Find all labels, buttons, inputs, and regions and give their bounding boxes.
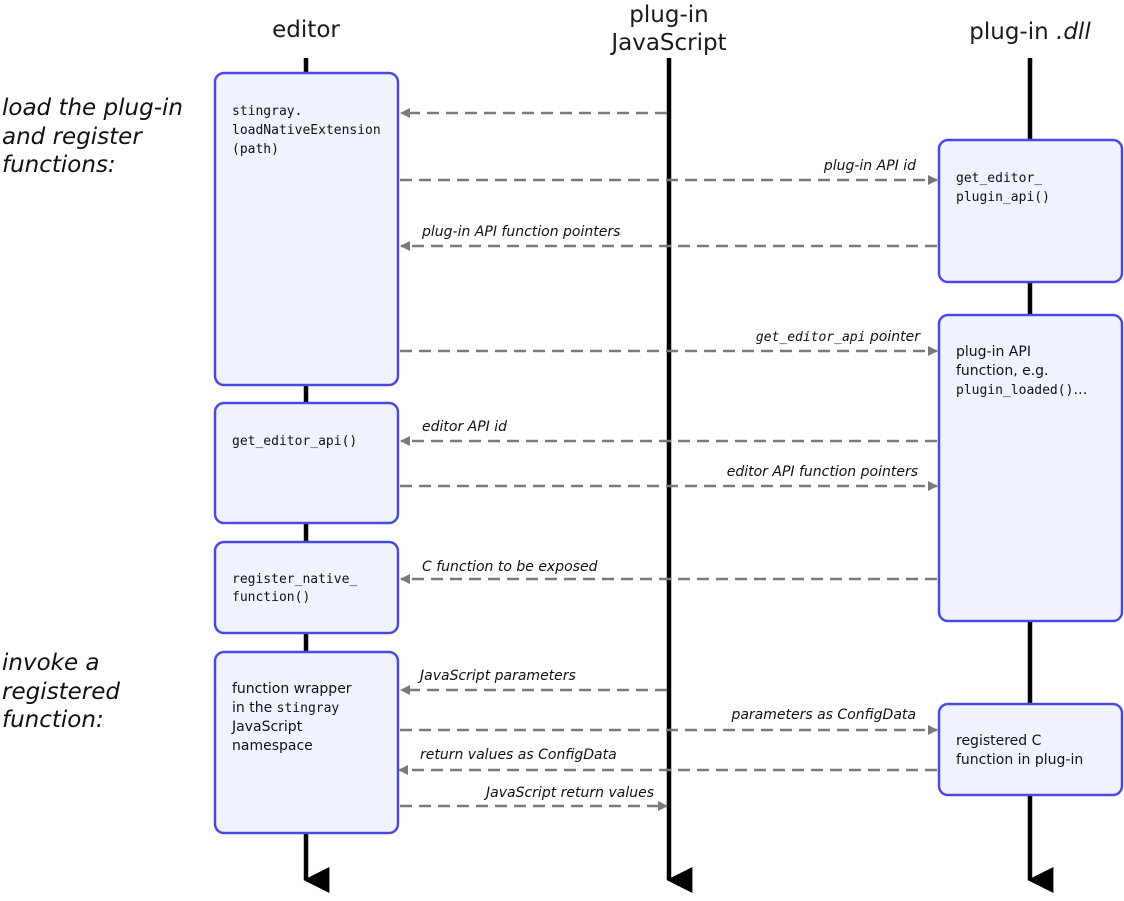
box-load-native-line1: stingray. [232,104,302,119]
section-invoke-line2: registered [2,679,120,705]
box-wrapper-line1: function wrapper [232,681,352,697]
box-plugin-api-function-line2: function, e.g. [956,363,1049,379]
box-wrapper-line4: namespace [232,738,313,754]
section-invoke-line3: function: [2,707,104,733]
label-javascript-parameters: JavaScript parameters [417,668,576,684]
box-registered-c-line2: function in plug-in [956,752,1083,768]
label-plugin-api-id: plug-in API id [823,158,916,174]
box-plugin-api-function-line3: plugin_loaded()… [956,382,1087,398]
box-register-native-line2: function() [232,590,310,605]
box-register-native-line1: register_native_ [232,572,357,587]
box-load-native-line2: loadNativeExtension [232,123,381,138]
label-parameters-as-configdata: parameters as ConfigData [730,707,916,723]
box-registered-c-line1: registered C [956,733,1042,749]
box-wrapper-line2: in the stingray [232,700,339,716]
section-load-line3: functions: [2,152,116,178]
label-plugin-api-function-pointers: plug-in API function pointers [421,224,620,240]
box-load-native-line3: (path) [232,142,279,157]
editor-column-title: editor [272,17,340,43]
section-load-line2: and register [2,124,143,150]
box-get-editor-plugin-api [937,138,1124,284]
box-function-wrapper [213,650,400,835]
plugin-js-column-title-line1: plug-in [629,2,708,28]
plugin-dll-column-title: plug-in .dll [969,19,1091,45]
box-registered-c-function [937,702,1124,797]
box-plugin-api-function-line1: plug-in API [956,344,1031,360]
box-get-editor-api [213,401,400,525]
box-wrapper-line3: JavaScript [231,719,303,735]
label-editor-api-id: editor API id [422,419,507,435]
plugin-js-column-title-line2: JavaScript [609,30,726,56]
label-get-editor-api-pointer: get_editor_api pointer [756,329,921,345]
box-plugin-api-function [937,313,1124,623]
label-c-function-exposed: C function to be exposed [422,559,598,575]
box-register-native-function [213,540,400,635]
label-return-values-configdata: return values as ConfigData [420,747,617,763]
section-invoke-line1: invoke a [2,650,100,676]
box-get-editor-api-text: get_editor_api() [232,434,357,449]
box-get-editor-plugin-api-line1: get_editor_ [956,171,1042,186]
label-javascript-return-values: JavaScript return values [483,785,654,801]
box-load-native-extension [213,71,400,387]
label-editor-api-function-pointers: editor API function pointers [727,464,918,480]
box-get-editor-plugin-api-line2: plugin_api() [956,190,1050,205]
section-load-line1: load the plug-in [2,95,183,121]
